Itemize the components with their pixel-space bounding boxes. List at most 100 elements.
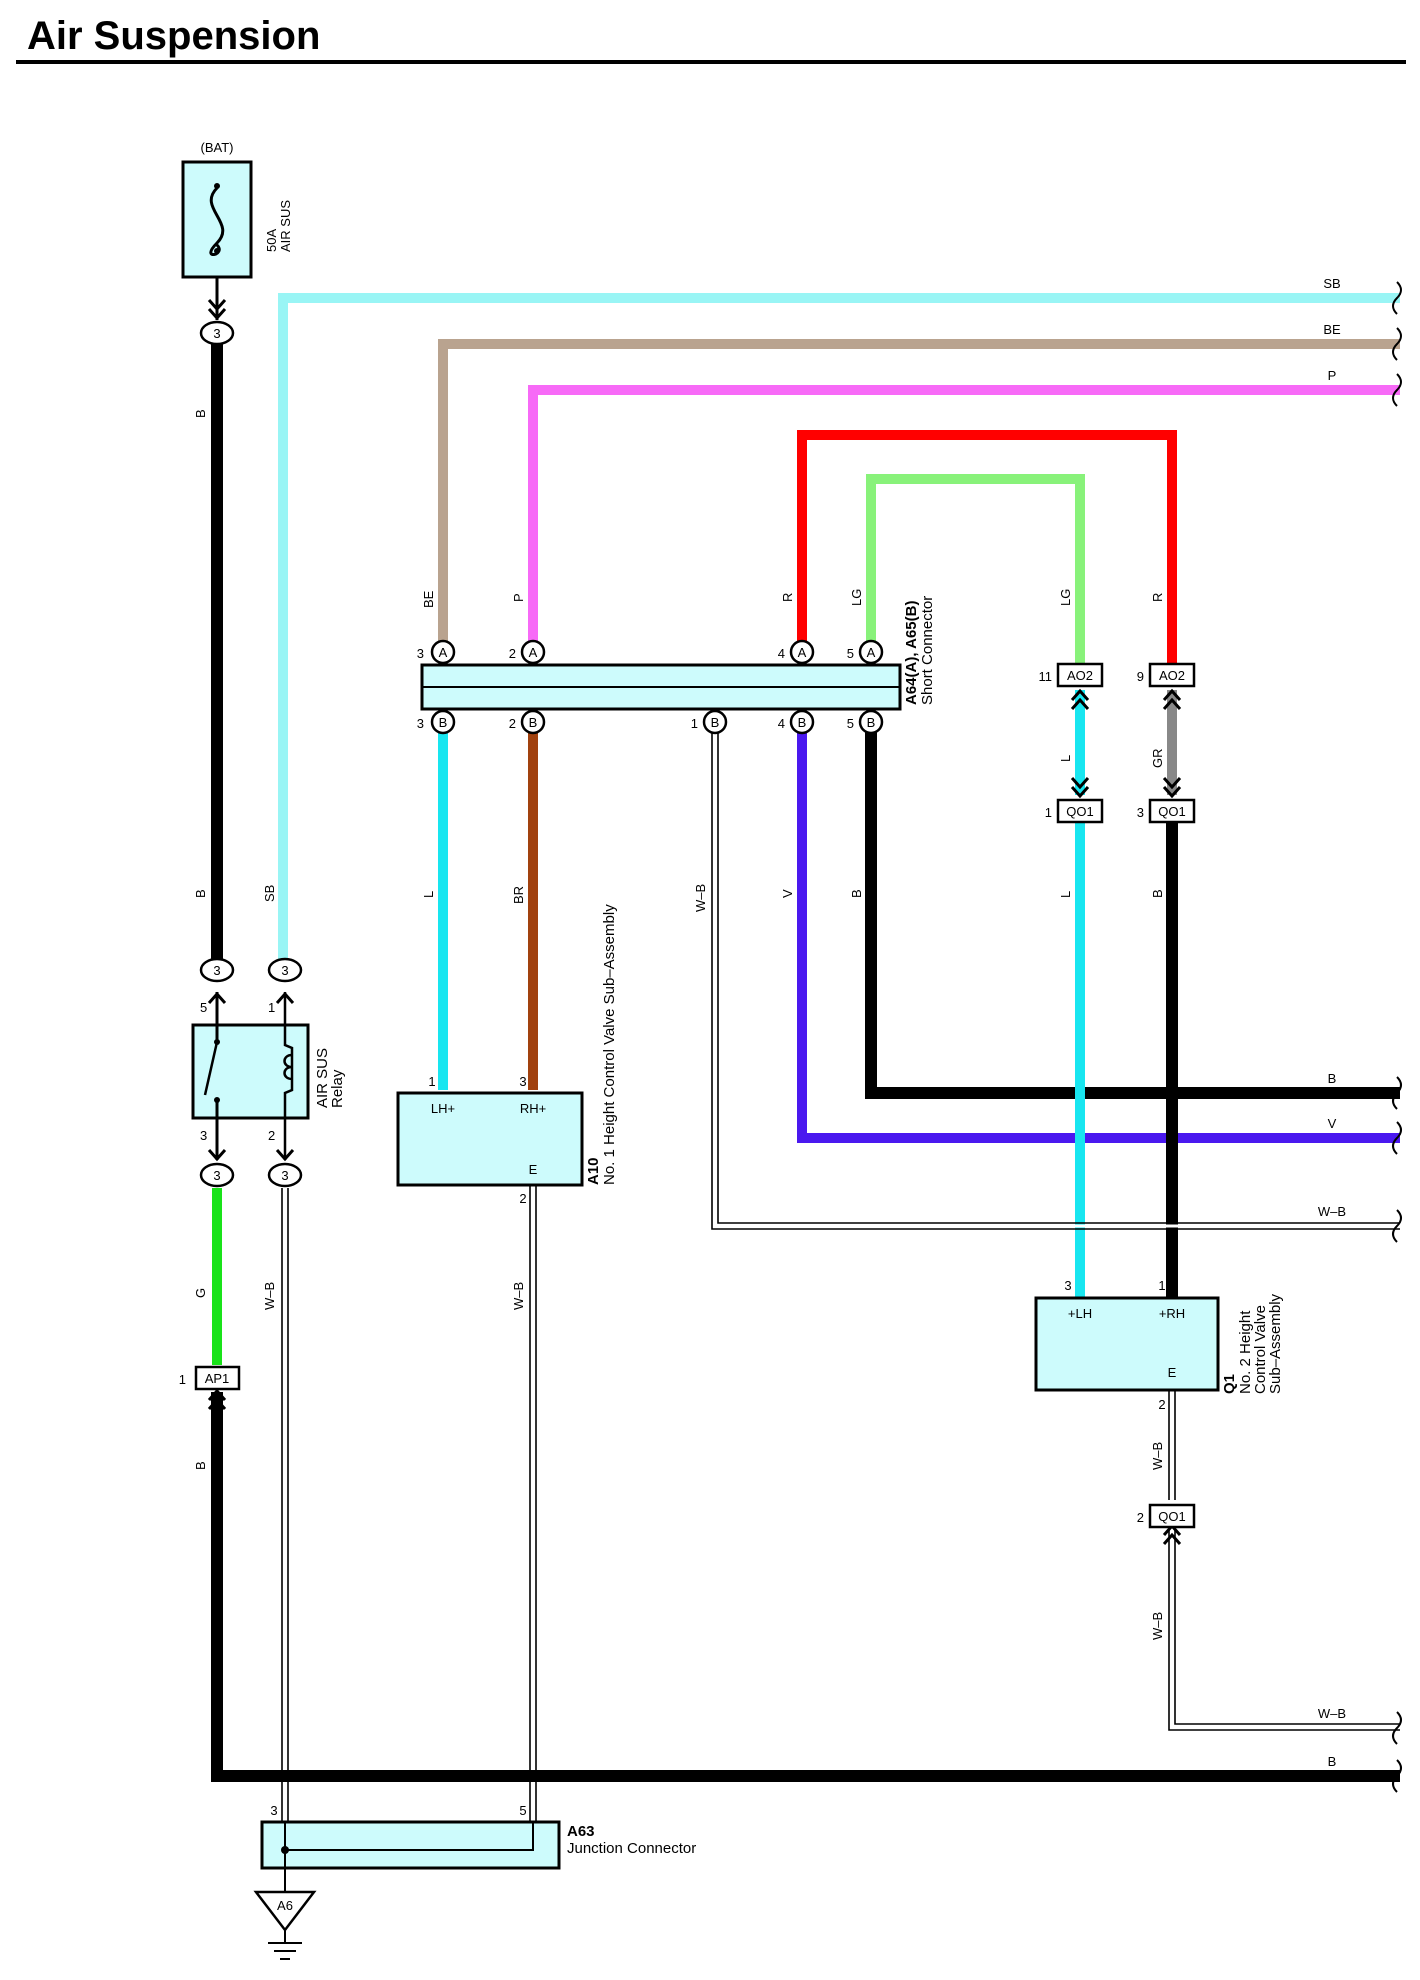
svg-text:QO1: QO1 [1158, 804, 1185, 819]
sc-a-letter: A [798, 645, 807, 660]
fuse-dot-bottom [214, 248, 220, 254]
valve2-pin-1: 1 [1158, 1278, 1165, 1293]
relay-coil-icon [283, 992, 294, 1160]
sc-a-pin: A4 [778, 639, 815, 665]
valve1-pin-3: 3 [519, 1074, 526, 1089]
sc-b-pin: B2 [509, 709, 546, 735]
wire-label-l: L [1058, 891, 1073, 898]
svg-text:3: 3 [213, 1168, 220, 1183]
relay-name-line1: AIR SUS [314, 1048, 331, 1108]
short-connector-name: Short Connector [919, 596, 936, 705]
valve1-pin-2: 2 [519, 1191, 526, 1206]
connector-qo1-pin: 1 [1045, 805, 1052, 820]
connector-ao2-right: AO2 9 [1137, 662, 1196, 688]
sc-b-letter: B [867, 715, 876, 730]
sc-b-pin-num: 1 [691, 716, 698, 731]
wire-label-wb: W–B [262, 1282, 277, 1310]
wire-label-gr: GR [1150, 749, 1165, 769]
fuse-dot-top [214, 183, 220, 189]
sc-b-pin-num: 4 [778, 716, 785, 731]
connector-qo1-pin: 2 [1137, 1510, 1144, 1525]
sc-b-letter: B [529, 715, 538, 730]
relay-pin-2: 2 [268, 1128, 275, 1143]
connector-ap1-pin: 1 [179, 1372, 186, 1387]
valve2-term-lh: +LH [1068, 1306, 1092, 1321]
wire-label-r: R [1150, 593, 1165, 602]
connector-ao2-pin: 11 [1039, 669, 1053, 684]
wire-wb-q1 [1168, 1387, 1400, 1731]
wire-label-b: B [1150, 889, 1165, 898]
vertical-wire-labels: B B SB BE P R LG LG R L GR L BR W–B V B … [193, 409, 1165, 1640]
svg-text:3: 3 [281, 1168, 288, 1183]
valve1-box [396, 1091, 584, 1187]
wire-label-wb: W–B [511, 1282, 526, 1310]
wire-label-b: B [193, 409, 208, 418]
sc-a-letter: A [867, 645, 876, 660]
valve2-id: Q1 [1221, 1374, 1238, 1394]
relay-pin-3: 3 [200, 1128, 207, 1143]
pass-connector-top: 3 [199, 320, 235, 346]
wire-label-lg: LG [1058, 589, 1073, 606]
ground-triangle [253, 1890, 317, 1933]
fuse-box [181, 160, 253, 279]
wire-label-be-right: BE [1323, 322, 1341, 337]
valve2-name-line1: No. 2 Height [1237, 1310, 1254, 1394]
svg-text:AO2: AO2 [1159, 668, 1185, 683]
wire-be [438, 339, 1400, 642]
short-connector-id: A64(A), A65(B) [903, 601, 920, 705]
valve1-term-lh: LH+ [431, 1101, 455, 1116]
sc-a-pin-num: 3 [417, 646, 424, 661]
wire-label-v: V [780, 889, 795, 898]
connector-ap1: AP1 1 [179, 1365, 241, 1391]
junction-pin-5: 5 [519, 1803, 526, 1818]
wire-p [528, 385, 1400, 642]
wire-label-b-right: B [1328, 1071, 1337, 1086]
sc-b-letter: B [439, 715, 448, 730]
wire-label-g: G [193, 1288, 208, 1298]
wire-lg [866, 474, 1085, 665]
connector-ao2-left: AO2 11 [1039, 662, 1104, 688]
valve2-box [1034, 1296, 1220, 1392]
valve2-pin-3: 3 [1064, 1278, 1071, 1293]
sc-a-letter: A [439, 645, 448, 660]
connector-qo1-ground: QO1 2 [1137, 1503, 1196, 1529]
valve2-name-line3: Sub–Assembly [1267, 1293, 1284, 1394]
svg-text:3: 3 [213, 963, 220, 978]
wire-v [797, 725, 1400, 1143]
valve2-term-rh: +RH [1159, 1306, 1185, 1321]
wire-wb-a10 [529, 1182, 537, 1822]
junction-id: A63 [567, 1823, 595, 1840]
junction-pin-3: 3 [270, 1803, 277, 1818]
sc-a-pin-num: 2 [509, 646, 516, 661]
wire-label-wb-right-2: W–B [1318, 1706, 1346, 1721]
sc-b-letter: B [711, 715, 720, 730]
valve1-term-rh: RH+ [520, 1101, 546, 1116]
wire-label-lg: LG [849, 589, 864, 606]
ground-icon [268, 1930, 302, 1960]
wire-wb-sc [711, 725, 1400, 1230]
sc-b-pin-num: 2 [509, 716, 516, 731]
connector-ao2-pin: 9 [1137, 669, 1144, 684]
connector-qo1-left: QO1 1 [1045, 798, 1104, 824]
relay-pin-5: 5 [200, 1000, 207, 1015]
valve2-term-e: E [1168, 1365, 1177, 1380]
title-rule [16, 60, 1406, 64]
wire-label-wb: W–B [693, 884, 708, 912]
page-title: Air Suspension [27, 14, 321, 58]
wire-label-p-right: P [1328, 368, 1337, 383]
wire-wb-relay [281, 1188, 289, 1822]
wire-label-b: B [849, 889, 864, 898]
wire-break-marks [1392, 281, 1402, 1793]
wire-label-r: R [780, 593, 795, 602]
fuse-source-label: (BAT) [201, 140, 234, 155]
wire-label-b: B [193, 1461, 208, 1470]
valve2-pin-2: 2 [1158, 1397, 1165, 1412]
svg-text:AO2: AO2 [1067, 668, 1093, 683]
pass-connector-relay-1: 3 [267, 957, 303, 983]
wire-sb-bus [278, 293, 1400, 965]
connector-qo1-pin: 3 [1137, 805, 1144, 820]
wire-label-b-right-2: B [1328, 1754, 1337, 1769]
relay-pin-1: 1 [268, 1000, 275, 1015]
pass-connectors: 3 3 3 3 3 [199, 320, 303, 1188]
